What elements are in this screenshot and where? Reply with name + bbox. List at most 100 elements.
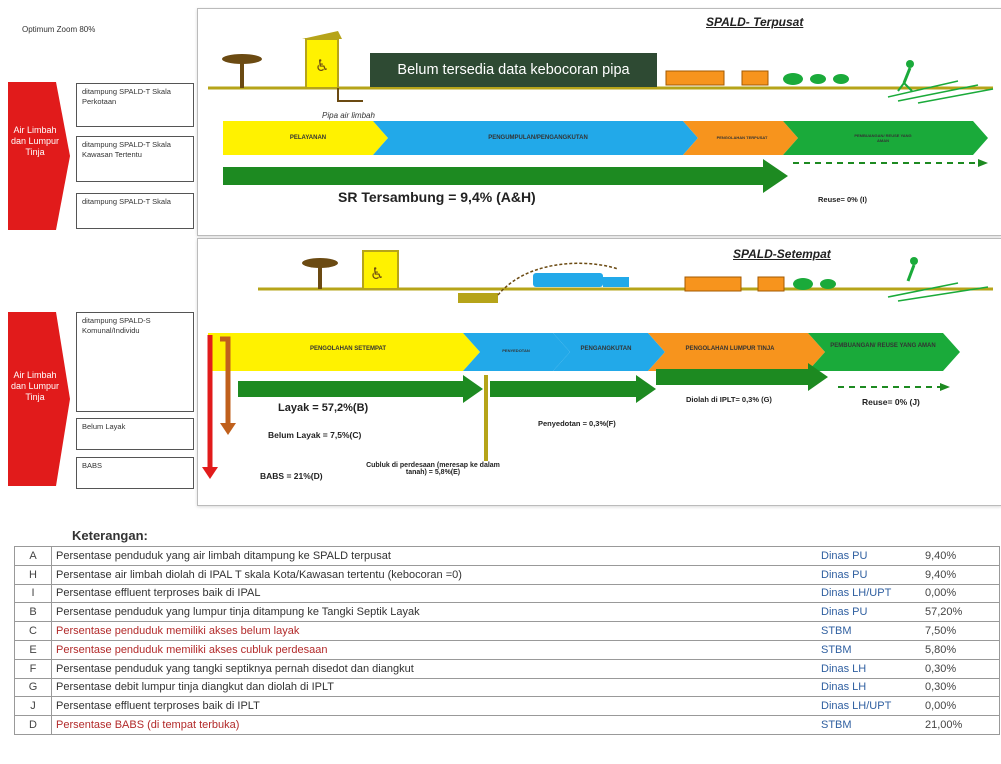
seg-pelayanan <box>223 121 388 155</box>
seg-pembuangan <box>783 121 988 155</box>
babs-label: BABS = 21%(D) <box>260 471 323 481</box>
truck-icon <box>533 273 629 287</box>
top-box-perkotaan: ditampung SPALD-T Skala Perkotaan <box>76 83 194 127</box>
legend-source: Dinas PU <box>817 546 921 566</box>
legend-value: 0,30% <box>921 658 1000 679</box>
legend-description: Persentase effluent terproses baik di IP… <box>51 583 817 603</box>
legend-code: D <box>14 715 52 735</box>
pipe-label: Pipa air limbah <box>322 111 375 120</box>
bottom-panel-graphic: ♿ <box>202 250 993 479</box>
legend-code: I <box>14 583 52 603</box>
bottom-box-babs: BABS <box>76 457 194 489</box>
legend-code: E <box>14 639 52 660</box>
legend-source: Dinas LH/UPT <box>817 583 921 603</box>
seg-pengolahan-terpusat <box>683 121 798 155</box>
legend-description: Persentase effluent terproses baik di IP… <box>51 696 817 716</box>
top-side-arrow <box>8 82 70 230</box>
top-title: SPALD- Terpusat <box>706 15 804 29</box>
legend-source: Dinas PU <box>817 564 921 585</box>
legend-description: Persentase penduduk yang tangki septikny… <box>51 658 817 679</box>
top-panel-graphic: ♿ <box>208 31 994 193</box>
legend-value: 21,00% <box>921 715 1000 735</box>
legend-code: B <box>14 602 52 622</box>
legend-code: F <box>14 658 52 679</box>
bottom-side-label: Air Limbah dan Lumpur Tinja <box>10 370 60 402</box>
legend-description: Persentase penduduk memiliki akses belum… <box>51 621 817 641</box>
legend-code: C <box>14 621 52 641</box>
toilet-house-icon: ♿ <box>362 250 399 290</box>
legend-value: 57,20% <box>921 602 1000 622</box>
legend-description: Persentase debit lumpur tinja diangkut d… <box>51 677 817 697</box>
bottom-side-arrow <box>8 312 70 486</box>
toilet-house-icon: ♿ <box>302 31 342 89</box>
legend-value: 0,00% <box>921 696 1000 716</box>
legend-description: Persentase air limbah diolah di IPAL T s… <box>51 564 817 585</box>
legend-source: Dinas LH/UPT <box>817 696 921 716</box>
sr-label: SR Tersambung = 9,4% (A&H) <box>338 189 536 205</box>
top-box-kawasan: ditampung SPALD-T Skala Kawasan Tertentu <box>76 136 194 182</box>
legend-value: 5,80% <box>921 639 1000 660</box>
top-box-skala: ditampung SPALD-T Skala <box>76 193 194 229</box>
penyedotan-label: Penyedotan = 0,3%(F) <box>538 419 616 428</box>
legend-code: A <box>14 546 52 566</box>
tree-icon <box>222 54 262 88</box>
data-banner: Belum tersedia data kebocoran pipa <box>370 53 657 87</box>
treatment-plant-icon <box>665 70 849 86</box>
seg-label-pengolahan-lumpur: PENGOLAHAN LUMPUR TINJA <box>685 346 775 352</box>
septic-tank-icon <box>458 293 498 303</box>
legend-value: 0,30% <box>921 677 1000 697</box>
legend-source: STBM <box>817 715 921 735</box>
top-side-label: Air Limbah dan Lumpur Tinja <box>10 125 60 157</box>
bottom-reuse-label: Reuse= 0% (J) <box>862 397 920 407</box>
legend-source: STBM <box>817 621 921 641</box>
seg-label-pengumpulan: PENGUMPULAN/PENGANGKUTAN <box>488 135 588 141</box>
legend-code: J <box>14 696 52 716</box>
top-reuse-label: Reuse= 0% (I) <box>818 195 867 204</box>
svg-text:♿: ♿ <box>315 56 329 75</box>
legend-source: Dinas LH <box>817 677 921 697</box>
seg-label-pembuangan-setempat: PEMBUANGAN/ REUSE YANG AMAN <box>830 343 936 349</box>
cubluk-label: Cubluk di perdesaan (meresap ke dalam ta… <box>366 462 500 476</box>
seg-pengumpulan <box>373 121 698 155</box>
legend-description: Persentase penduduk memiliki akses cublu… <box>51 639 817 660</box>
bottom-title: SPALD-Setempat <box>733 247 831 261</box>
top-panel: ♿ SPALD- Terpusa <box>197 8 1001 236</box>
legend-value: 9,40% <box>921 546 1000 566</box>
farmer-icon <box>887 257 989 302</box>
legend-description: Persentase BABS (di tempat terbuka) <box>51 715 817 735</box>
legend-source: Dinas PU <box>817 602 921 622</box>
bottom-box-belum-layak: Belum Layak <box>76 418 194 450</box>
belum-layak-label: Belum Layak = 7,5%(C) <box>268 430 362 440</box>
farmer-icon <box>887 60 994 104</box>
bottom-box-komunal: ditampung SPALD-S Komunal/Individu <box>76 312 194 412</box>
seg-label-pengolahan-setempat: PENGOLAHAN SETEMPAT <box>309 346 387 352</box>
svg-text:♿: ♿ <box>370 264 384 283</box>
zoom-note: Optimum Zoom 80% <box>22 25 96 34</box>
iplt-label: Diolah di IPLT= 0,3% (G) <box>686 395 772 404</box>
layak-label: Layak = 57,2%(B) <box>278 402 369 414</box>
legend-code: G <box>14 677 52 697</box>
legend-description: Persentase penduduk yang air limbah dita… <box>51 546 817 566</box>
legend-source: Dinas LH <box>817 658 921 679</box>
sr-arrow <box>223 159 788 193</box>
seg-label-pengangkutan: PENGANGKUTAN <box>580 346 632 352</box>
legend-source: STBM <box>817 639 921 660</box>
seg-label-pelayanan: PELAYANAN <box>289 135 327 141</box>
legend-value: 7,50% <box>921 621 1000 641</box>
seg-label-pengolahan: PENGOLAHAN TERPUSAT <box>716 135 768 140</box>
treatment-plant-icon <box>684 276 836 292</box>
seg-label-pembuangan: PEMBUANGAN/ REUSE YANG AMAN <box>854 133 912 143</box>
legend-value: 0,00% <box>921 583 1000 603</box>
legend-title: Keterangan: <box>72 528 148 543</box>
